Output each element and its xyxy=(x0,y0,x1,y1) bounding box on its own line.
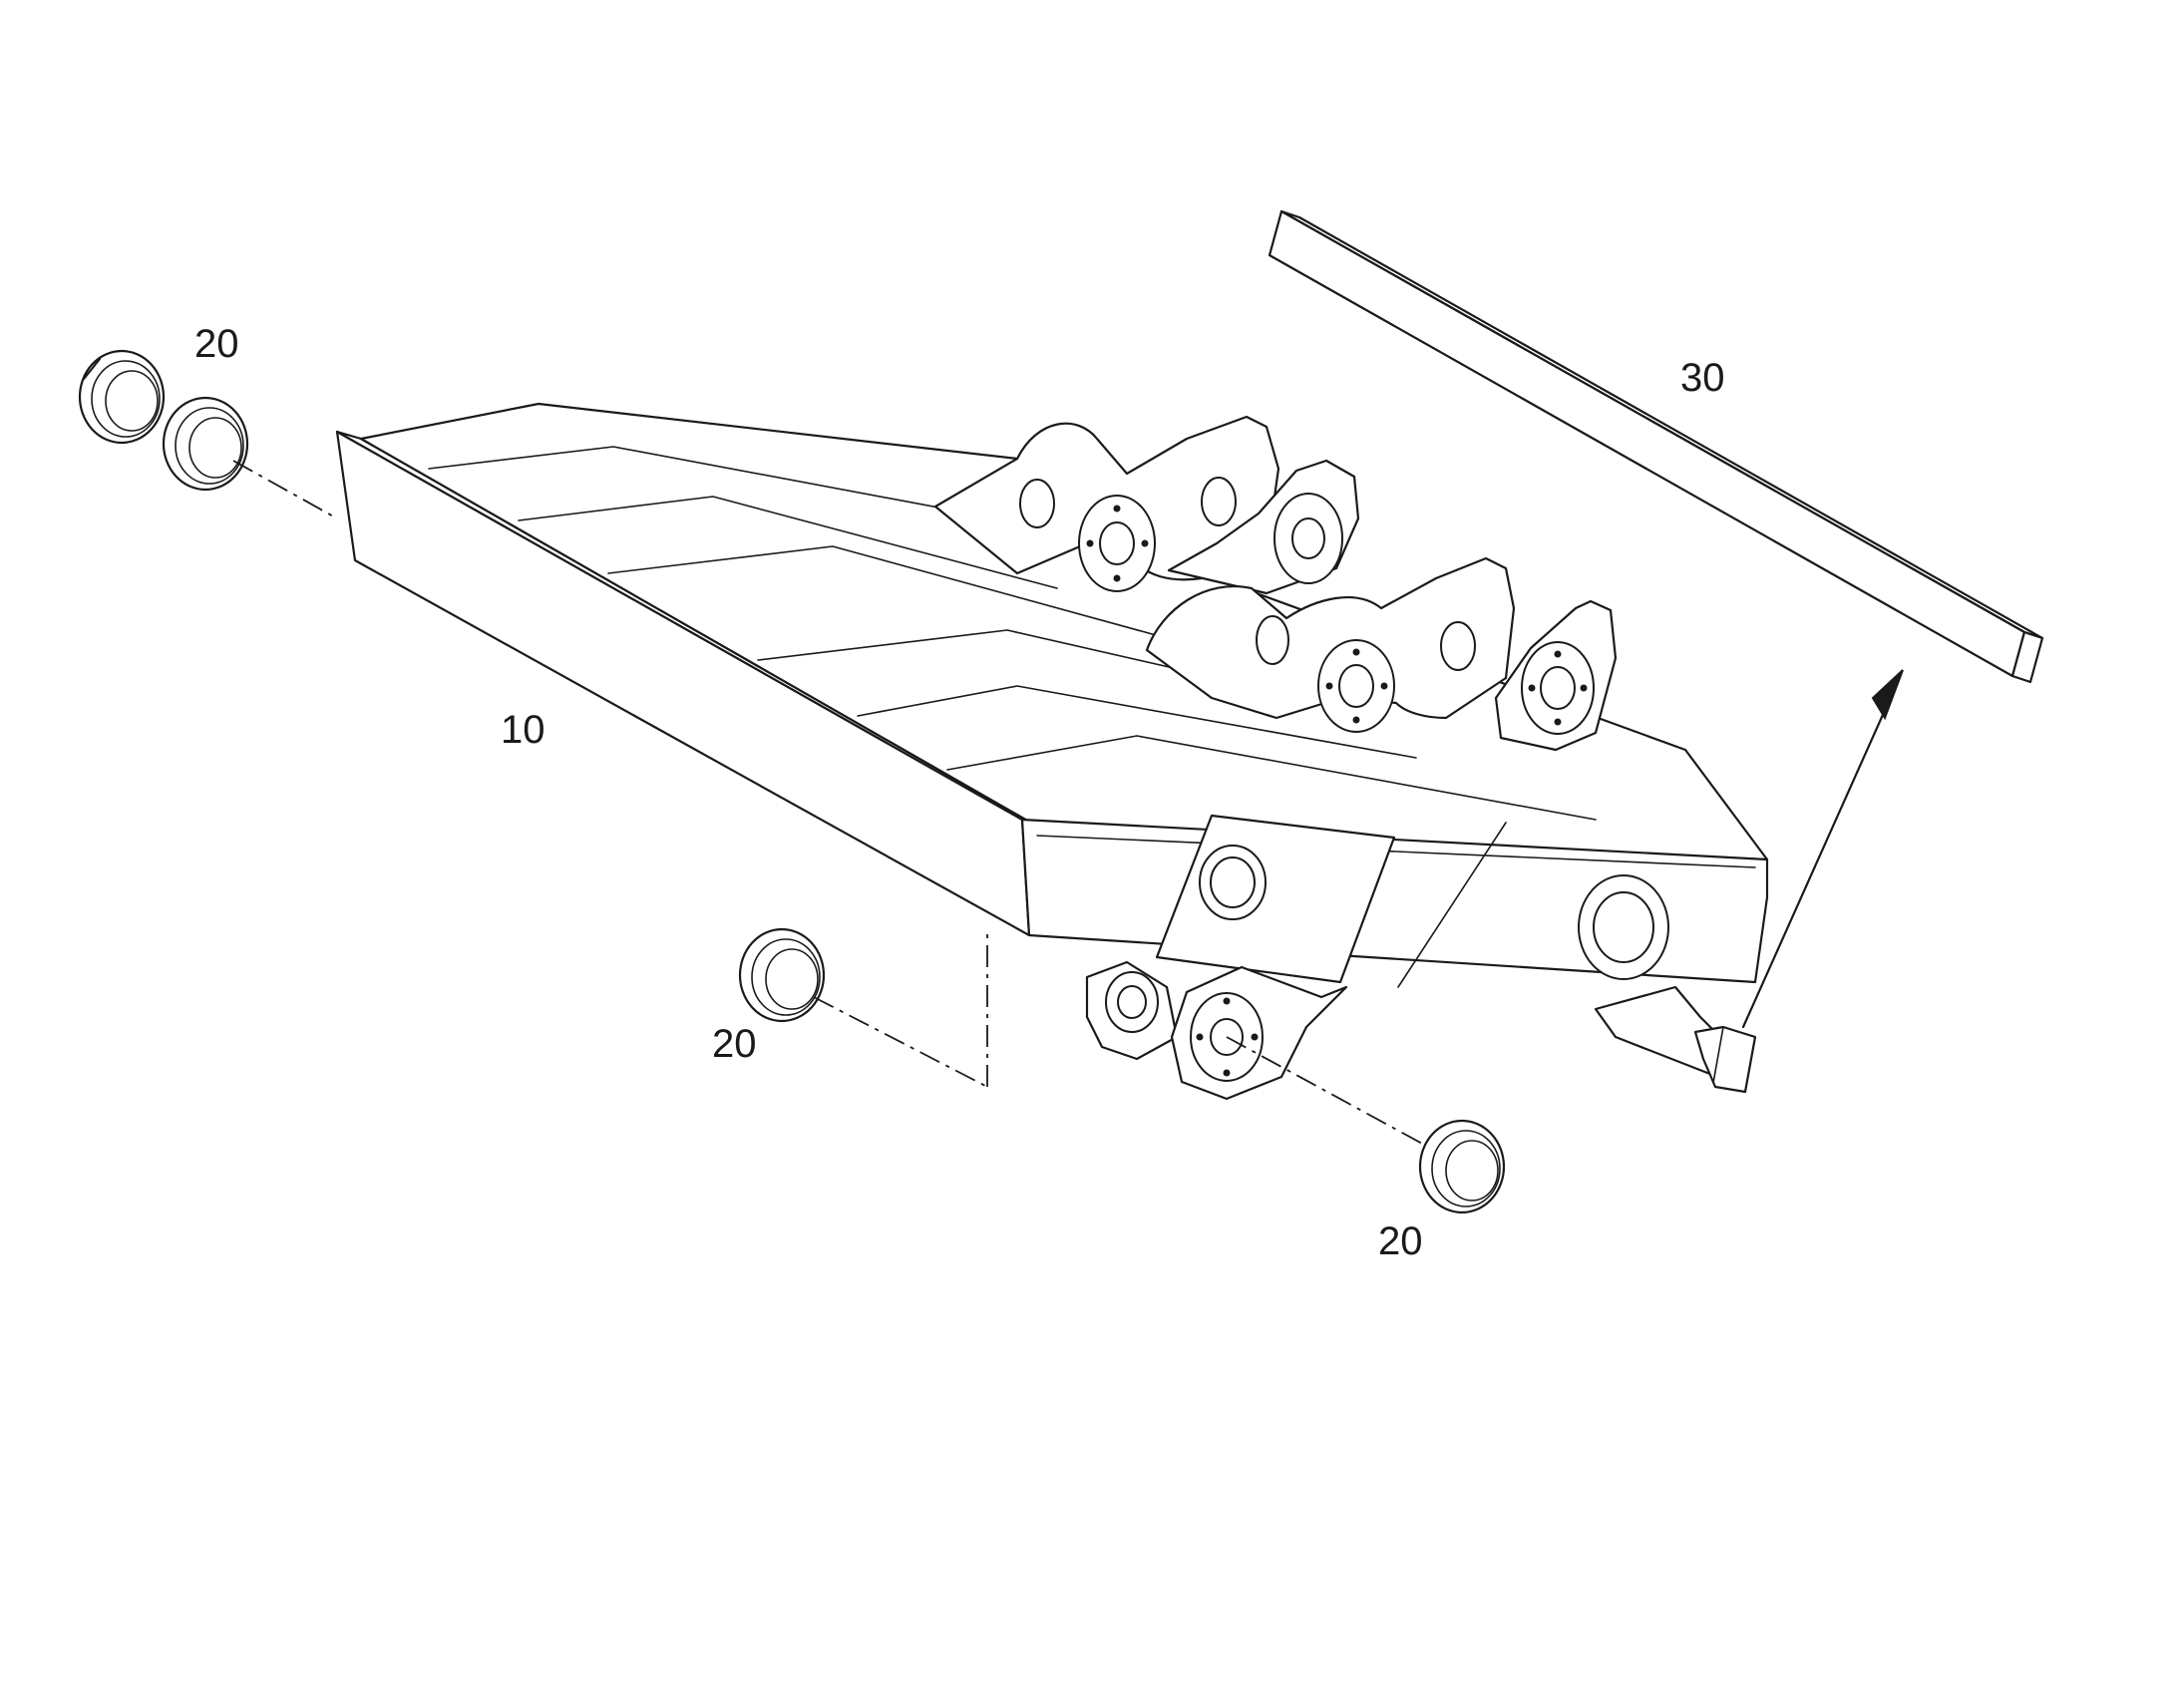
upper-lug-pair-b xyxy=(1167,459,1360,595)
bushing-part-20-b xyxy=(162,396,249,492)
lower-lug-pair-d xyxy=(1494,599,1618,752)
boom-frame-part-10 xyxy=(335,402,1769,1094)
bar-part-30 xyxy=(1268,209,2044,684)
callout-20-bottom-left: 20 xyxy=(712,1022,757,1066)
bushing-part-20-d xyxy=(1418,1119,1506,1214)
callout-10: 10 xyxy=(501,708,545,752)
callout-20-top-left: 20 xyxy=(194,322,239,366)
callout-30: 30 xyxy=(1680,356,1725,400)
lower-lug-pair-c xyxy=(1145,556,1516,733)
underbody-lugs xyxy=(1085,960,1348,1101)
bushing-part-20-c xyxy=(738,927,826,1023)
assembly-arrow xyxy=(1741,669,1904,1029)
callout-20-bottom-right: 20 xyxy=(1378,1219,1423,1263)
bushing-part-20-a xyxy=(78,349,166,445)
assembly-lines xyxy=(232,460,1425,1146)
upper-lug-pair-a xyxy=(933,415,1280,592)
